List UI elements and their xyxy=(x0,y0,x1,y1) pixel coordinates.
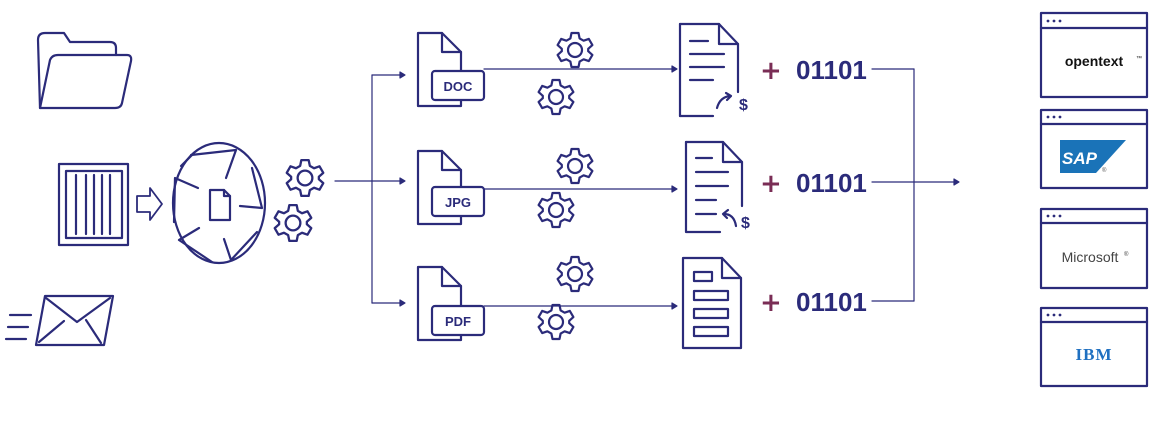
ibm-logo: IBM xyxy=(1076,345,1113,364)
doc-file-icon xyxy=(416,31,486,108)
aperture-capture-icon xyxy=(171,141,267,265)
jpg-file-icon xyxy=(416,149,486,226)
email-icon xyxy=(4,294,115,347)
sap-logo-text: SAP xyxy=(1062,149,1098,168)
gears-icon xyxy=(537,147,594,229)
microsoft-trademark: ® xyxy=(1124,251,1129,258)
ibm-window xyxy=(1039,306,1149,388)
file-type-label-jpg: JPG xyxy=(445,195,471,210)
plus-sign-2: + xyxy=(760,169,782,199)
binary-output-3: 01101 xyxy=(796,287,867,317)
invoice-incoming-icon xyxy=(684,140,744,234)
document-scanner-icon xyxy=(57,162,130,247)
opentext-trademark: ™ xyxy=(1136,55,1142,62)
gears-icon xyxy=(537,255,594,341)
gears-icon xyxy=(273,158,325,243)
plus-sign-1: + xyxy=(760,56,782,86)
gears-icon xyxy=(537,31,594,116)
form-document-icon xyxy=(681,256,743,350)
pdf-file-icon xyxy=(416,265,486,342)
folder-icon xyxy=(36,31,133,110)
arrow-right-icon xyxy=(136,187,163,221)
file-type-label-pdf: PDF xyxy=(445,314,471,329)
connector-lines xyxy=(334,65,960,310)
microsoft-window xyxy=(1039,207,1149,290)
dollar-sign-1: $ xyxy=(739,97,748,114)
microsoft-logo: Microsoft xyxy=(1062,249,1119,265)
sap-window xyxy=(1039,108,1149,190)
plus-sign-3: + xyxy=(760,288,782,318)
sap-logo xyxy=(1060,140,1126,173)
opentext-logo: opentext xyxy=(1065,53,1124,69)
binary-output-2: 01101 xyxy=(796,168,867,198)
binary-output-1: 01101 xyxy=(796,55,867,85)
file-type-label-doc: DOC xyxy=(444,79,474,94)
opentext-window xyxy=(1039,11,1149,99)
invoice-outgoing-icon xyxy=(678,22,740,118)
dollar-sign-2: $ xyxy=(741,215,750,232)
sap-trademark: ® xyxy=(1102,167,1107,174)
